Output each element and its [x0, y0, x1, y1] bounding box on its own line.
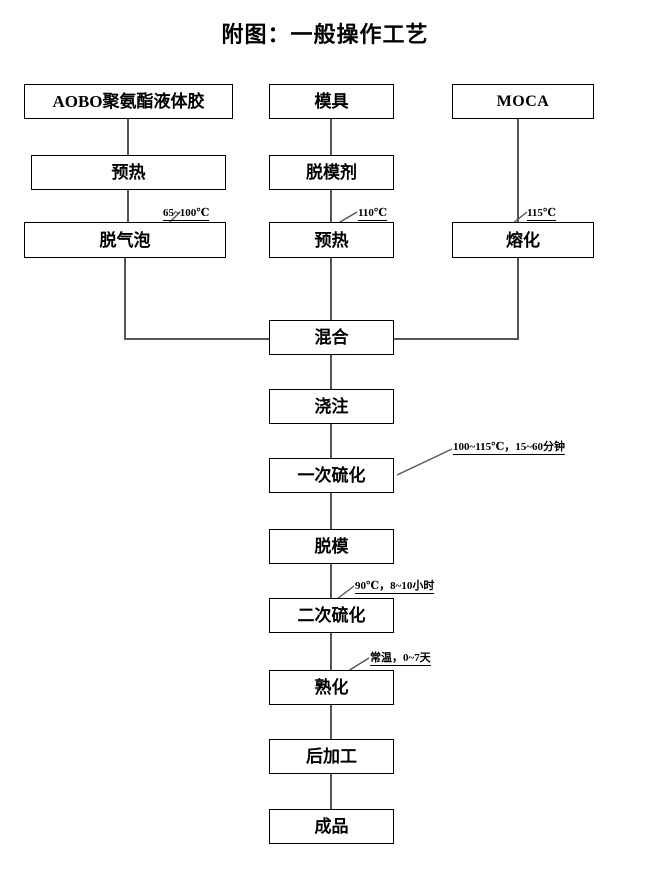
leader-line-a-cure2: [336, 585, 355, 600]
node-label-mix: 混合: [314, 328, 349, 347]
node-preheat2[interactable]: 预热: [269, 222, 394, 258]
annotation-a-cure2: 90℃，8~10小时: [355, 580, 435, 595]
node-label-preheat1: 预热: [111, 163, 146, 182]
edge-degas-to-mix: [124, 258, 269, 340]
node-aobo[interactable]: AOBO聚氨酯液体胶: [24, 84, 233, 119]
node-label-postproc: 后加工: [306, 747, 357, 766]
node-melt[interactable]: 熔化: [452, 222, 594, 258]
node-label-aobo: AOBO聚氨酯液体胶: [52, 92, 205, 111]
node-label-moca: MOCA: [496, 92, 550, 110]
node-demold[interactable]: 脱模: [269, 529, 394, 564]
node-cast[interactable]: 浇注: [269, 389, 394, 424]
node-postproc[interactable]: 后加工: [269, 739, 394, 774]
node-cure1[interactable]: 一次硫化: [269, 458, 394, 493]
node-degas[interactable]: 脱气泡: [24, 222, 226, 258]
annotation-a-cure1: 100~115℃，15~60分钟: [453, 441, 566, 456]
edge-group: [124, 119, 519, 809]
node-mature[interactable]: 熟化: [269, 670, 394, 705]
node-label-cast: 浇注: [314, 397, 349, 416]
node-label-mold: 模具: [314, 92, 349, 111]
leader-line-a-cure1: [396, 448, 453, 476]
page-title: 附图：一般操作工艺: [221, 22, 429, 47]
annotation-a-mature: 常温，0~7天: [370, 652, 431, 667]
node-release[interactable]: 脱模剂: [269, 155, 394, 190]
annotation-a-melt: 115℃: [527, 207, 557, 222]
node-label-preheat2: 预热: [314, 230, 349, 250]
node-mold[interactable]: 模具: [269, 84, 394, 119]
annotation-a-degas: 65~100℃: [163, 207, 210, 222]
node-label-release: 脱模剂: [306, 163, 357, 182]
annotation-a-pre2: 110℃: [358, 207, 388, 222]
node-preheat1[interactable]: 预热: [31, 155, 226, 190]
node-cure2[interactable]: 二次硫化: [269, 598, 394, 633]
node-label-cure2: 二次硫化: [297, 606, 366, 625]
node-label-cure1: 一次硫化: [297, 466, 366, 485]
node-label-degas: 脱气泡: [99, 230, 151, 250]
node-moca[interactable]: MOCA: [452, 84, 594, 119]
node-label-mature: 熟化: [314, 678, 349, 697]
edge-melt-to-mix: [394, 258, 519, 340]
node-product[interactable]: 成品: [269, 809, 394, 844]
node-mix[interactable]: 混合: [269, 320, 394, 355]
node-label-product: 成品: [314, 817, 349, 836]
node-label-melt: 熔化: [506, 230, 540, 250]
node-label-demold: 脱模: [314, 537, 349, 556]
